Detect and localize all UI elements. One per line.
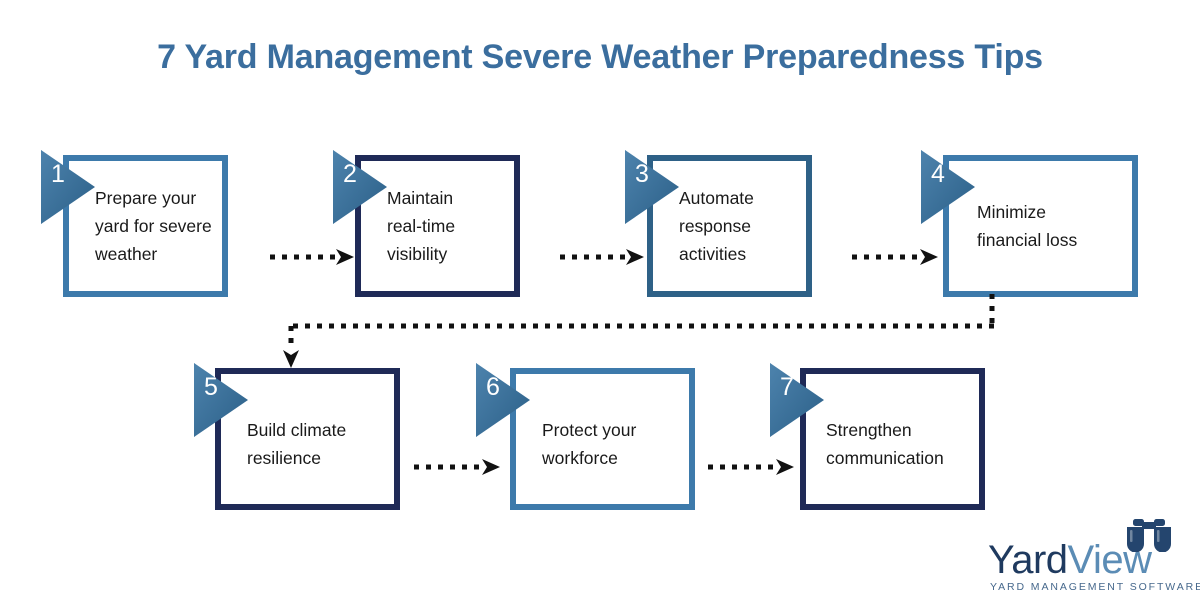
step-card-2[interactable]: Maintain real-time visibility (355, 155, 520, 297)
connector-arrow-6-to-7 (706, 458, 798, 476)
step-card-3[interactable]: Automate response activities (647, 155, 812, 297)
step-badge-2[interactable]: 2 (325, 146, 403, 232)
logo-tagline: YARD MANAGEMENT SOFTWARE (990, 581, 1200, 593)
step-card-5[interactable]: Build climate resilience (215, 368, 400, 510)
connector-arrow-5-to-6 (412, 458, 504, 476)
step-label-1: Prepare your yard for severe weather (95, 188, 212, 264)
step-badge-4[interactable]: 4 (913, 146, 991, 232)
step-card-6[interactable]: Protect your workforce (510, 368, 695, 510)
yardview-logo[interactable]: YardView YARD MANAGEMENT SOFTWARE (988, 518, 1200, 593)
connector-arrow-1-to-2 (268, 248, 358, 266)
step-card-7[interactable]: Strengthen communication (800, 368, 985, 510)
step-label-7: Strengthen communication (826, 420, 944, 468)
logo-text-view: View (1067, 538, 1152, 582)
step-label-6: Protect your workforce (542, 420, 637, 468)
step-badge-6[interactable]: 6 (468, 359, 546, 445)
step-label-2: Maintain real-time visibility (387, 188, 456, 264)
step-card-1[interactable]: Prepare your yard for severe weather (63, 155, 228, 297)
step-card-4[interactable]: Minimize financial loss (943, 155, 1138, 297)
step-label-5: Build climate resilience (247, 420, 347, 468)
logo-wordmark: YardView (988, 538, 1188, 582)
connector-arrow-3-to-4 (850, 248, 942, 266)
page-title: 7 Yard Management Severe Weather Prepare… (157, 38, 1043, 76)
step-badge-1[interactable]: 1 (33, 146, 111, 232)
connector-arrow-2-to-3 (558, 248, 648, 266)
connector-arrow-4-to-5 (270, 292, 1010, 372)
step-label-3: Automate response activities (679, 188, 754, 264)
logo-text-yard: Yard (988, 538, 1068, 582)
step-badge-7[interactable]: 7 (762, 359, 840, 445)
step-label-4: Minimize financial loss (977, 202, 1078, 250)
step-badge-5[interactable]: 5 (186, 359, 264, 445)
binoculars-icon (1116, 518, 1182, 553)
step-badge-3[interactable]: 3 (617, 146, 695, 232)
